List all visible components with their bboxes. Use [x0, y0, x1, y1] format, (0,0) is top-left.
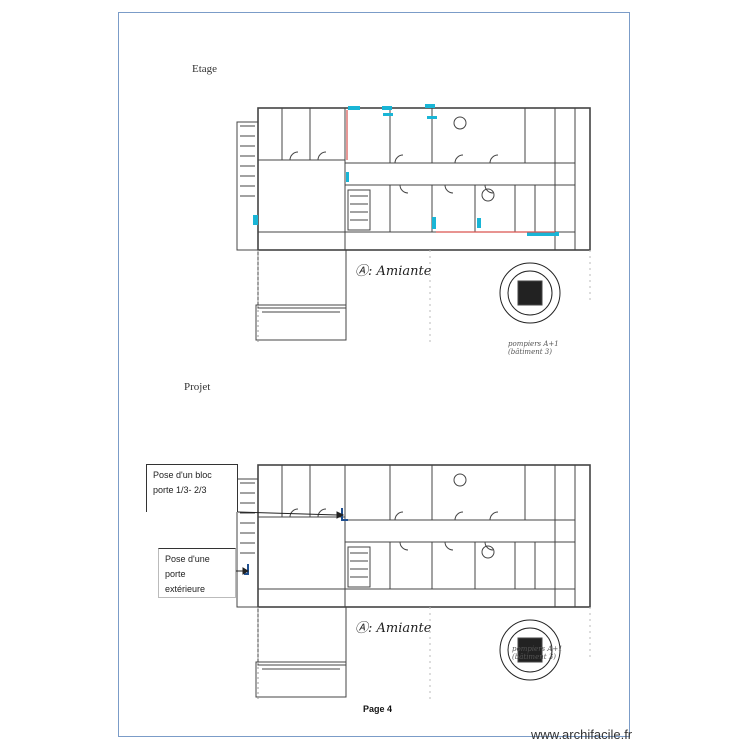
handwritten-note-etage: pompiers A+1(bâtiment 3) — [508, 340, 559, 356]
plan-projet — [236, 464, 591, 703]
page-number: Page 4 — [363, 704, 393, 714]
asbestos-legend-projet: Ⓐ: Amiante — [355, 621, 432, 636]
page-border — [118, 12, 630, 737]
watermark: www.archifacile.fr — [531, 727, 633, 742]
asbestos-markers-etage — [253, 104, 559, 236]
plan-etage — [236, 107, 591, 346]
section-label-projet: Projet — [184, 381, 211, 393]
demolition-lines-etage — [346, 110, 555, 233]
new-doors-projet — [244, 508, 348, 575]
callout-arrows — [236, 511, 345, 575]
asbestos-legend-etage: Ⓐ: Amiante — [355, 264, 432, 279]
section-label-etage: Etage — [192, 63, 218, 75]
handwritten-note-projet: pompiers A+1(bâtiment 3) — [512, 645, 563, 661]
